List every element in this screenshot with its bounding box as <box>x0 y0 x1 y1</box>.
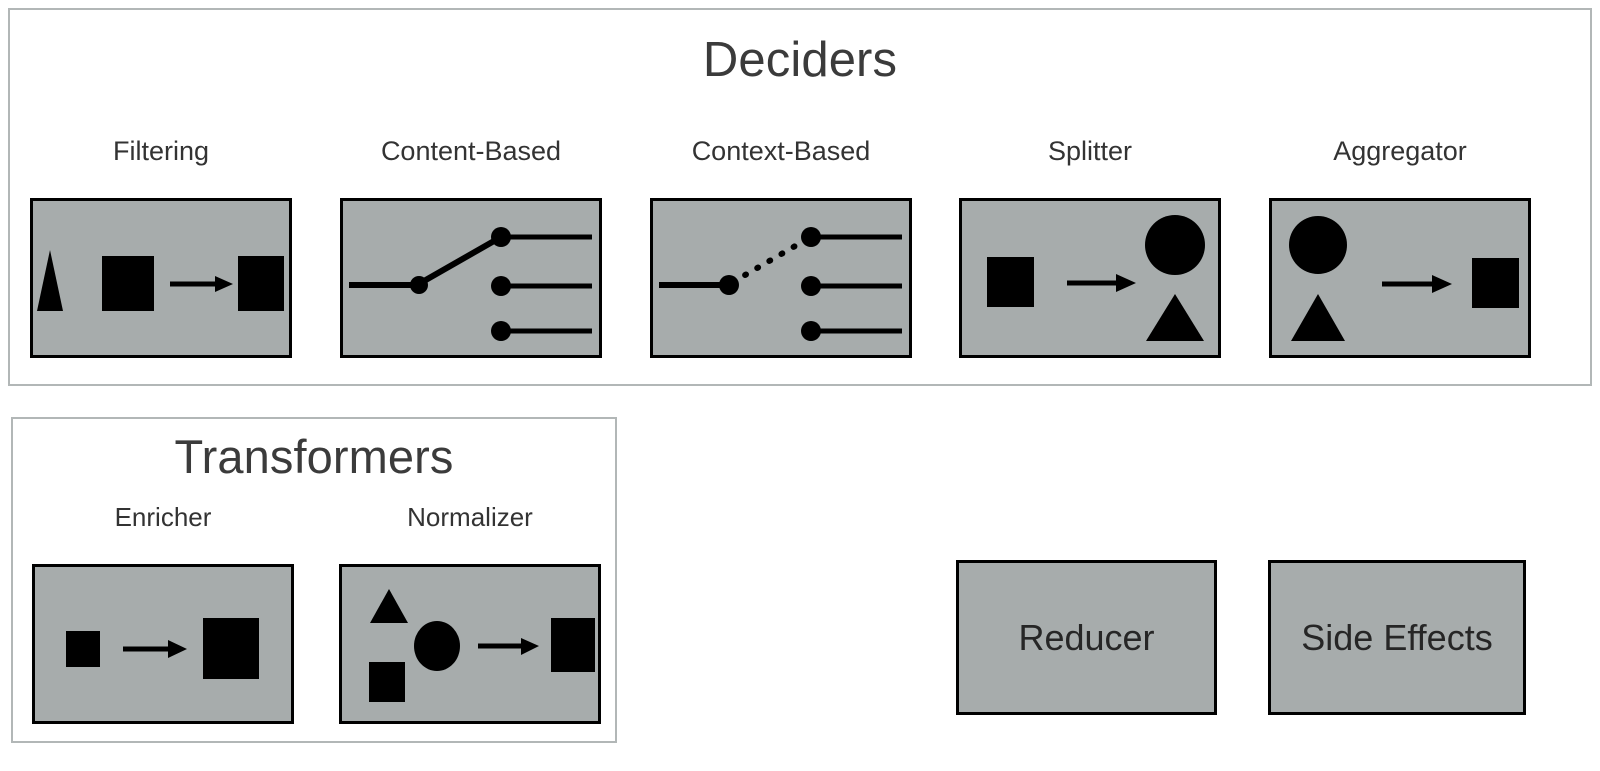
splitter-diagram <box>987 215 1205 341</box>
pattern-cell-normalizer[interactable]: Normalizer <box>339 502 601 724</box>
branch-line-solid <box>415 234 503 288</box>
deciders-group: Deciders Filtering Content-Based <box>8 8 1592 386</box>
square-shape-out <box>1472 258 1519 308</box>
reducer-box-label: Reducer <box>1018 616 1155 658</box>
square-shape-out <box>238 256 284 311</box>
pattern-label-aggregator: Aggregator <box>1333 136 1467 166</box>
context-based-panel <box>650 198 912 358</box>
pattern-cell-aggregator[interactable]: Aggregator <box>1269 136 1531 358</box>
switch-node <box>410 276 428 294</box>
pattern-cell-splitter[interactable]: Splitter <box>959 136 1221 358</box>
pattern-label-enricher: Enricher <box>114 502 212 532</box>
arrow-icon <box>478 638 539 655</box>
pattern-label-filtering: Filtering <box>112 136 210 166</box>
content-based-router-diagram <box>349 227 592 341</box>
arrow-icon <box>123 640 187 658</box>
filtering-panel <box>30 198 292 358</box>
arrow-icon <box>170 276 233 292</box>
pattern-cell-filtering[interactable]: Filtering <box>30 136 292 358</box>
enricher-panel <box>32 564 294 724</box>
filtering-diagram <box>37 250 284 311</box>
large-square-shape-out <box>203 618 259 679</box>
normalizer-diagram <box>369 589 595 702</box>
aggregator-panel <box>1269 198 1531 358</box>
pattern-cell-content-based[interactable]: Content-Based <box>340 136 602 358</box>
transformers-group: Transformers Enricher Normalizer <box>11 417 617 743</box>
square-shape-out <box>551 618 595 672</box>
triangle-shape-in <box>370 589 408 623</box>
square-shape-in <box>102 256 154 311</box>
aggregator-diagram <box>1289 216 1519 341</box>
arrow-icon <box>1067 274 1136 292</box>
triangle-shape-out <box>1146 294 1204 341</box>
pattern-label-normalizer: Normalizer <box>407 502 533 532</box>
pattern-label-splitter: Splitter <box>1047 136 1133 166</box>
pattern-label-content-based: Content-Based <box>380 136 562 166</box>
context-based-router-diagram <box>659 227 902 341</box>
square-shape-in <box>987 257 1034 307</box>
transformers-group-title: Transformers <box>174 430 454 483</box>
triangle-shape-in <box>1291 294 1345 341</box>
side-effects-box[interactable]: Side Effects <box>1268 560 1526 715</box>
arrow-icon <box>1382 275 1452 293</box>
pattern-cell-enricher[interactable]: Enricher <box>32 502 294 724</box>
circle-shape-in <box>414 621 460 671</box>
small-square-shape-in <box>66 631 100 667</box>
deciders-group-title: Deciders <box>702 33 898 87</box>
circle-shape-in <box>1289 216 1347 274</box>
pattern-cell-context-based[interactable]: Context-Based <box>650 136 912 358</box>
triangle-shape <box>37 250 63 311</box>
enricher-diagram <box>66 618 259 679</box>
side-effects-box-label: Side Effects <box>1301 616 1493 658</box>
content-based-panel <box>340 198 602 358</box>
normalizer-panel <box>339 564 601 724</box>
pattern-label-context-based: Context-Based <box>691 136 871 166</box>
splitter-panel <box>959 198 1221 358</box>
square-shape-in <box>369 662 405 702</box>
branch-line-dotted <box>730 235 812 285</box>
switch-node <box>719 275 739 295</box>
circle-shape-out <box>1145 215 1205 275</box>
reducer-box[interactable]: Reducer <box>956 560 1217 715</box>
